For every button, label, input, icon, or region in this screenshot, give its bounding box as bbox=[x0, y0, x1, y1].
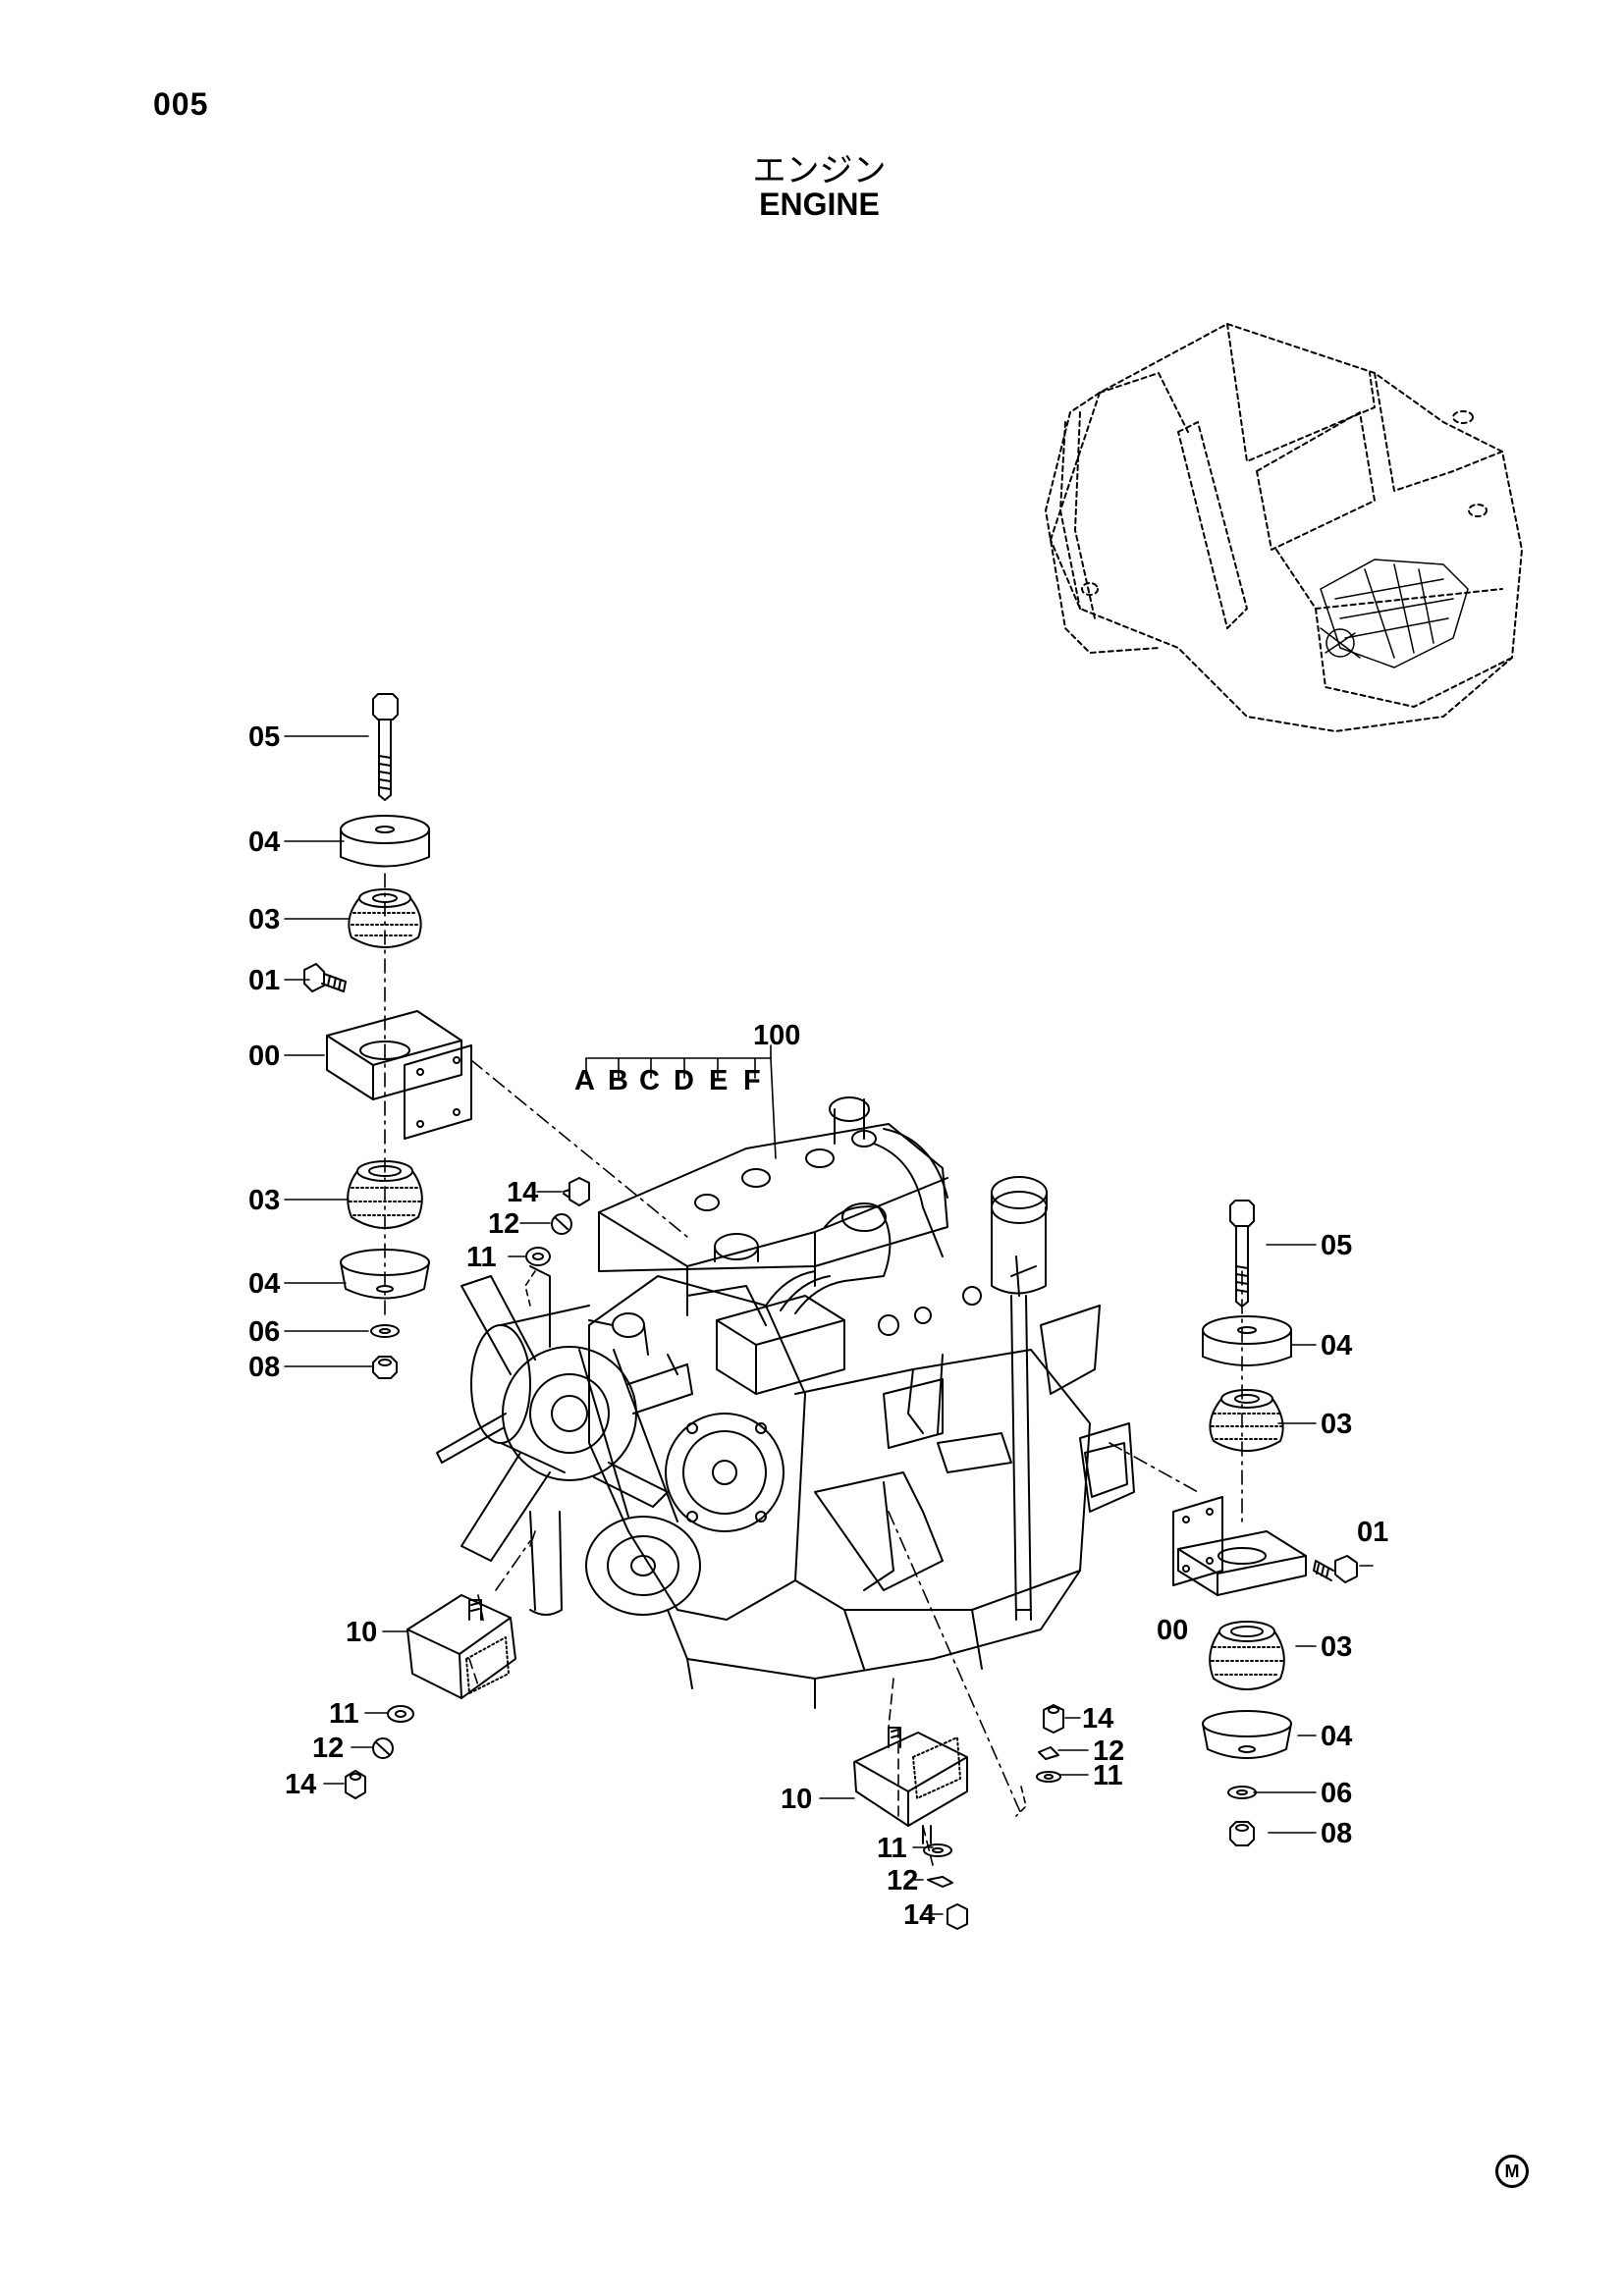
assembly-variant-f: F bbox=[743, 1065, 761, 1096]
callout-left-04-top: 04 bbox=[248, 827, 280, 858]
callout-left-12: 12 bbox=[312, 1733, 344, 1764]
callout-left-08: 08 bbox=[248, 1352, 280, 1383]
callout-mid-11: 11 bbox=[466, 1242, 497, 1273]
callout-right-03-bottom: 03 bbox=[1321, 1631, 1352, 1663]
left-engine-mount-group bbox=[345, 1594, 516, 1799]
callout-center-12: 12 bbox=[887, 1865, 918, 1896]
center-engine-mount-group bbox=[853, 1727, 968, 1930]
cup-washer-icon-left-bottom bbox=[340, 1249, 430, 1300]
callout-right-00: 00 bbox=[1157, 1615, 1188, 1646]
excavator-cab-icon bbox=[1045, 323, 1523, 732]
callout-right-14: 14 bbox=[1082, 1703, 1113, 1735]
callout-right-06: 06 bbox=[1321, 1778, 1352, 1809]
right-mount-parts bbox=[1172, 1200, 1358, 1846]
nut-icon-right bbox=[1229, 1821, 1255, 1846]
callout-left-06: 06 bbox=[248, 1316, 280, 1348]
callout-left-00: 00 bbox=[248, 1041, 280, 1072]
assembly-number: 100 bbox=[753, 1020, 800, 1051]
washer-plate-icon-right-top bbox=[1202, 1315, 1292, 1366]
revision-badge: M bbox=[1495, 2155, 1529, 2188]
flange-bolt-icon-left bbox=[303, 963, 347, 992]
nut-icon-left bbox=[372, 1356, 398, 1379]
washer-plate-icon-left-top bbox=[340, 815, 430, 868]
callout-right-01: 01 bbox=[1357, 1517, 1388, 1548]
callout-left-10: 10 bbox=[346, 1617, 377, 1648]
callout-labels: 05 04 03 01 00 03 04 06 08 14 12 11 100 … bbox=[248, 721, 1388, 1931]
page-title-japanese: エンジン bbox=[752, 151, 887, 190]
rubber-mount-icon-right-top bbox=[1209, 1389, 1284, 1452]
left-mount-parts bbox=[303, 693, 472, 1379]
rubber-mount-icon-left-bottom bbox=[347, 1160, 423, 1229]
assembly-variant-a: A bbox=[574, 1065, 595, 1096]
assembly-variant-c: C bbox=[639, 1065, 660, 1096]
flange-bolt-icon-right bbox=[1313, 1555, 1358, 1583]
page-title-english: ENGINE bbox=[759, 187, 880, 222]
cup-washer-icon-right-bottom bbox=[1202, 1710, 1292, 1759]
mount-bracket-icon-left bbox=[326, 1010, 472, 1140]
inset-engine-icon bbox=[1320, 559, 1469, 668]
callout-left-01: 01 bbox=[248, 965, 280, 996]
callout-left-03-bottom: 03 bbox=[248, 1185, 280, 1216]
callout-right-08: 08 bbox=[1321, 1818, 1352, 1849]
diesel-engine-icon bbox=[436, 1096, 1135, 1709]
mid-small-parts bbox=[525, 1177, 590, 1266]
callout-left-05: 05 bbox=[248, 721, 280, 753]
callout-right-04-top: 04 bbox=[1321, 1330, 1352, 1362]
right-center-small-parts bbox=[1036, 1704, 1064, 1783]
mount-bracket-icon-right bbox=[1172, 1496, 1307, 1596]
callout-right-03-top: 03 bbox=[1321, 1409, 1352, 1440]
callout-left-14: 14 bbox=[285, 1769, 316, 1800]
callout-right-12: 12 bbox=[1093, 1735, 1124, 1767]
bolt-icon-left bbox=[372, 693, 399, 801]
rubber-mount-icon-left-top bbox=[348, 888, 422, 948]
assembly-variant-e: E bbox=[709, 1065, 728, 1096]
callout-center-11: 11 bbox=[877, 1833, 907, 1864]
callout-right-05: 05 bbox=[1321, 1230, 1352, 1261]
leader-lines bbox=[284, 735, 1374, 1915]
assembly-variant-d: D bbox=[674, 1065, 694, 1096]
rubber-mount-icon-right-bottom bbox=[1209, 1621, 1285, 1690]
page-number: 005 bbox=[153, 86, 209, 122]
callout-mid-14: 14 bbox=[507, 1177, 538, 1208]
callout-left-04-bottom: 04 bbox=[248, 1268, 280, 1300]
callout-mid-12: 12 bbox=[488, 1208, 519, 1240]
washer-icon-left bbox=[370, 1324, 400, 1338]
washer-icon-right bbox=[1227, 1786, 1257, 1799]
callout-left-03-top: 03 bbox=[248, 904, 280, 935]
callout-right-04-bottom: 04 bbox=[1321, 1721, 1352, 1752]
assembly-variant-b: B bbox=[608, 1065, 628, 1096]
callout-right-11: 11 bbox=[1093, 1760, 1123, 1791]
callout-center-14: 14 bbox=[903, 1899, 935, 1931]
callout-left-11: 11 bbox=[329, 1698, 359, 1730]
callout-center-10: 10 bbox=[781, 1784, 812, 1815]
bolt-icon-right bbox=[1229, 1200, 1255, 1308]
